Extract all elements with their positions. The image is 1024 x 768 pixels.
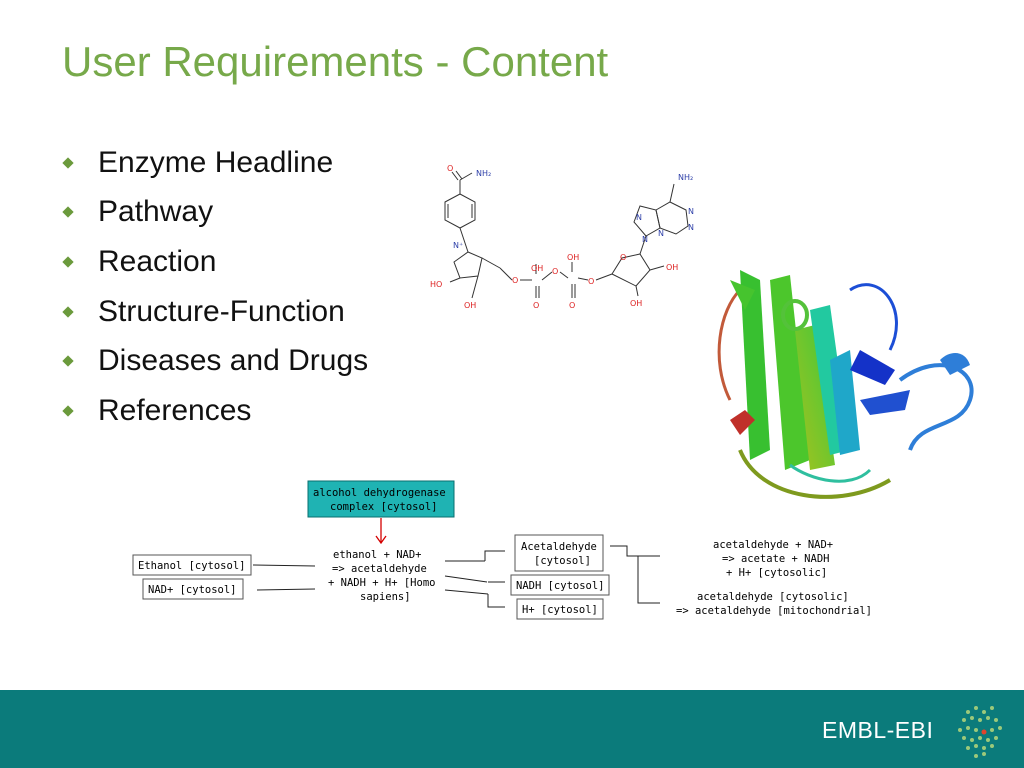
next-reaction2-line2: => acetaldehyde [mitochondrial] — [676, 605, 872, 617]
reaction-line1: ethanol + NAD+ — [333, 549, 422, 561]
molecule-label: O — [569, 301, 575, 310]
bullet-item: Structure-Function — [62, 287, 368, 337]
bullet-text: Structure-Function — [98, 294, 345, 328]
bullet-item: References — [62, 386, 368, 436]
svg-text:N: N — [688, 223, 694, 232]
embl-ebi-logo-text: EMBL-EBI — [822, 717, 934, 743]
molecule-label: N⁺ — [453, 241, 463, 250]
enzyme-box — [307, 480, 455, 518]
next-reaction1-line3: + H+ [cytosolic] — [726, 567, 827, 579]
bullet-text: Pathway — [98, 195, 214, 229]
input-label-nad: NAD+ [cytosol] — [148, 584, 237, 596]
bullet-item: Reaction — [62, 237, 368, 287]
svg-text:O: O — [552, 267, 558, 276]
reaction-line2: => acetaldehyde — [332, 563, 427, 575]
output-box-h — [516, 598, 604, 620]
molecule-label: OH — [567, 253, 579, 262]
svg-text:N: N — [688, 207, 694, 216]
bullet-text: Diseases and Drugs — [98, 344, 369, 378]
molecule-label: NH₂ — [678, 173, 693, 182]
diamond-bullet-icon — [62, 355, 74, 367]
molecule-label: OH — [630, 299, 642, 308]
output-label-acetaldehyde-line2: [cytosol] — [534, 555, 591, 567]
next-reaction1-line1: acetaldehyde + NAD+ — [713, 539, 833, 551]
nad-molecule-structure: NH₂ O N⁺ HO OH O OH O O OH O O O OH OH N… — [430, 164, 694, 310]
bullet-item: Diseases and Drugs — [62, 336, 368, 386]
output-label-acetaldehyde-line1: Acetaldehyde — [521, 541, 597, 553]
reaction-line3: + NADH + H+ [Homo — [328, 577, 435, 589]
diamond-bullet-icon — [62, 157, 74, 169]
svg-text:N: N — [636, 213, 642, 222]
svg-text:N: N — [642, 235, 648, 244]
next-reaction2-line1: acetaldehyde [cytosolic] — [697, 591, 849, 603]
output-box-acetaldehyde — [514, 534, 604, 572]
pathway-reaction-diagram: alcohol dehydrogenase complex [cytosol] … — [132, 480, 872, 620]
bullet-item: Enzyme Headline — [62, 138, 368, 188]
molecule-label: OH — [531, 264, 543, 273]
diamond-bullet-icon — [62, 256, 74, 268]
svg-text:N: N — [658, 229, 664, 238]
diamond-bullet-icon — [62, 206, 74, 219]
molecule-label: O — [533, 301, 539, 310]
enzyme-label-line1: alcohol dehydrogenase — [313, 487, 446, 499]
svg-text:O: O — [620, 253, 626, 262]
diamond-bullet-icon — [62, 305, 74, 318]
output-label-h: H+ [cytosol] — [522, 604, 598, 616]
molecule-label: OH — [464, 301, 476, 310]
molecule-label: NH₂ — [476, 169, 491, 178]
bullet-item: Pathway — [62, 188, 368, 238]
reaction-line4: sapiens] — [360, 591, 411, 603]
protein-ribbon-structure — [717, 270, 974, 499]
next-reaction1-line2: => acetate + NADH — [722, 553, 829, 565]
svg-text:O: O — [588, 277, 594, 286]
bullet-text: References — [98, 393, 252, 427]
slide-title: User Requirements - Content — [62, 38, 609, 85]
diamond-bullet-icon — [62, 405, 74, 417]
input-box-nad — [142, 578, 244, 600]
input-box-ethanol — [132, 554, 252, 576]
svg-text:O: O — [512, 276, 518, 285]
molecule-label: HO — [430, 280, 442, 289]
svg-text:O: O — [447, 164, 453, 173]
bullet-text: Reaction — [98, 244, 217, 278]
output-label-nadh: NADH [cytosol] — [516, 580, 605, 592]
bullet-list: Enzyme Headline Pathway Reaction Structu… — [62, 138, 368, 436]
molecule-label: OH — [666, 263, 678, 272]
embl-ebi-logo-icon — [958, 706, 1002, 758]
bullet-text: Enzyme Headline — [98, 145, 334, 179]
output-box-nadh — [510, 574, 610, 596]
footer-bar — [0, 690, 1024, 768]
input-label-ethanol: Ethanol [cytosol] — [138, 560, 245, 572]
enzyme-label-line2: complex [cytosol] — [330, 501, 437, 513]
